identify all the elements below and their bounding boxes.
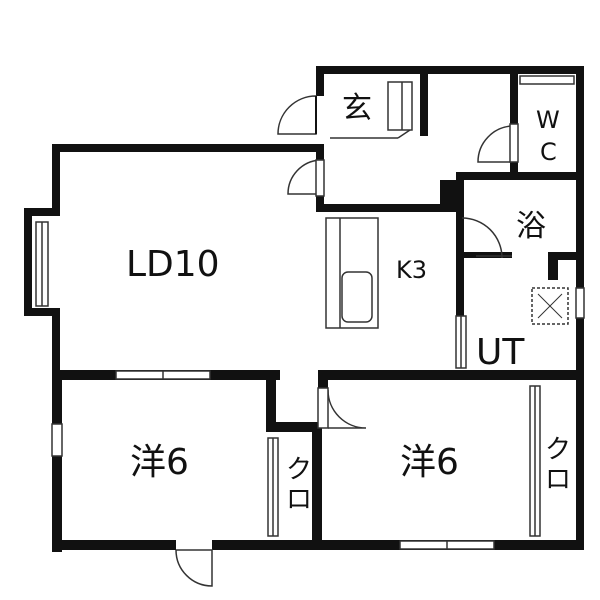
- room-label-kitchen: K3: [396, 256, 427, 284]
- room-label-western-left: 洋6: [130, 442, 189, 483]
- wall-bath-notch: [548, 252, 558, 280]
- wall-bottom-a: [52, 540, 176, 550]
- wall-bath-left: [456, 172, 464, 272]
- wall-entry-left-upper: [316, 66, 324, 96]
- room-label-wc-c: C: [540, 138, 557, 166]
- room-label-bath: 浴: [516, 209, 546, 244]
- fixtures: [325, 217, 569, 329]
- wall-bay-side: [24, 208, 32, 316]
- wall-entry-left-mid: [316, 144, 324, 160]
- door-swing-icon: [327, 389, 367, 429]
- wall-kitchen-corner: [440, 180, 456, 212]
- kitchen-counter: [325, 217, 379, 329]
- washer-pan-icon: [531, 287, 569, 325]
- walls: [24, 66, 584, 552]
- wall-left-room-lower: [52, 456, 62, 552]
- room-label-wc-w: W: [536, 106, 560, 134]
- room-label-utility: UT: [476, 332, 525, 373]
- room-label-entrance: 玄: [342, 91, 372, 126]
- window-icon: [575, 287, 585, 319]
- room-label-western-right: 洋6: [400, 442, 459, 483]
- shoe-cabinet: [387, 81, 413, 131]
- wall-center-divider: [312, 422, 322, 550]
- wall-left-room-right-upper: [266, 370, 276, 432]
- wall-kitchen-top: [316, 204, 456, 212]
- closet-right-label-2: ロ: [545, 465, 571, 495]
- closet-left-label-1: ク: [286, 455, 312, 485]
- wall-right-room-left-upper: [318, 370, 328, 390]
- wall-bottom-b: [212, 540, 584, 550]
- wall-ld-left-upper: [52, 144, 60, 212]
- wall-ld-top: [52, 144, 324, 152]
- room-labels: LD10 K3 玄 W C 浴 UT 洋6 洋6 ク ロ ク ロ: [126, 91, 571, 515]
- closet-left-label-2: ロ: [286, 485, 312, 515]
- wall-top-entry: [316, 66, 584, 74]
- window-icon: [51, 423, 63, 457]
- wall-wc-left-lower: [510, 162, 518, 174]
- doors: [175, 81, 541, 587]
- wall-wc-left-upper: [510, 74, 518, 124]
- door-swing-icon: [461, 217, 503, 259]
- wall-bath-divider-a: [456, 252, 512, 258]
- wall-ld-left-lower: [52, 312, 60, 374]
- kitchen-sink-icon: [341, 271, 373, 323]
- wall-bay-top: [24, 208, 60, 216]
- wall-ut-left: [456, 272, 464, 316]
- door-swing-icon: [277, 95, 317, 135]
- wall-ld-bottom-right: [318, 370, 584, 380]
- door-swing-icon: [175, 549, 213, 587]
- room-label-ld: LD10: [126, 244, 220, 285]
- window-icon: [519, 75, 575, 85]
- wall-closet-top: [266, 422, 320, 432]
- wall-bay-bottom: [24, 308, 60, 316]
- windows: [35, 75, 585, 550]
- closet-right-label-1: ク: [545, 435, 571, 465]
- wall-entry-hall: [420, 74, 428, 136]
- door-swing-icon: [287, 159, 321, 195]
- wall-bath-divider-b: [548, 252, 584, 260]
- door-swing-icon: [477, 125, 513, 163]
- wall-wc-bottom: [456, 172, 584, 180]
- wall-left-room-upper: [52, 370, 62, 424]
